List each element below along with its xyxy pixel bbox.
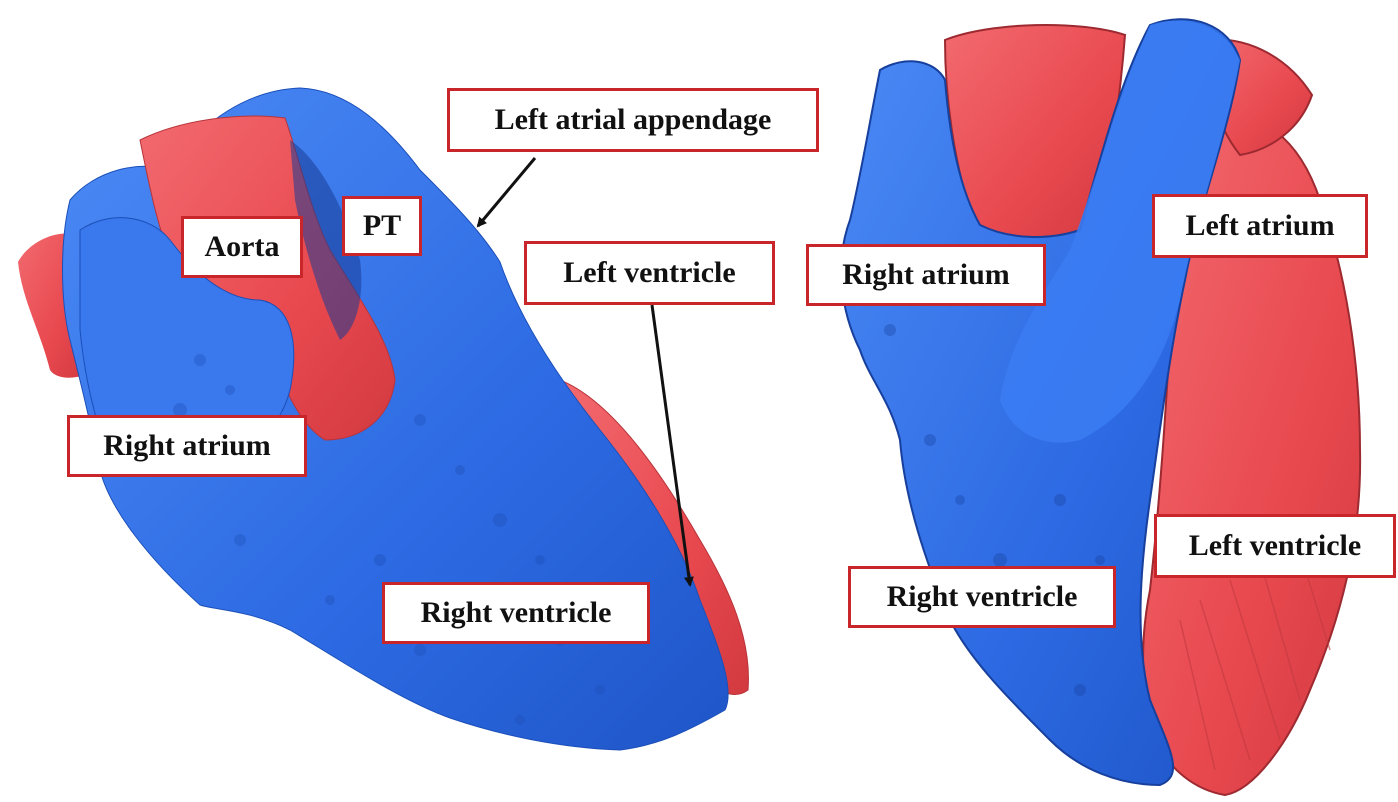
label-left-atrium: Left atrium <box>1152 194 1368 258</box>
arrow-left-atrial-appendage <box>478 158 535 226</box>
right-heart-view <box>841 19 1360 795</box>
label-left-atrial-appendage: Left atrial appendage <box>447 88 819 152</box>
label-aorta: Aorta <box>181 216 303 278</box>
label-right-atrium-left-view: Right atrium <box>67 415 307 477</box>
label-right-ventricle-left-view: Right ventricle <box>382 582 650 644</box>
label-pt: PT <box>342 196 422 256</box>
label-right-atrium-right-view: Right atrium <box>806 244 1046 306</box>
label-right-ventricle-right-view: Right ventricle <box>848 566 1116 628</box>
label-left-ventricle-right-view: Left ventricle <box>1154 514 1396 578</box>
label-left-ventricle-left-view: Left ventricle <box>524 241 775 305</box>
